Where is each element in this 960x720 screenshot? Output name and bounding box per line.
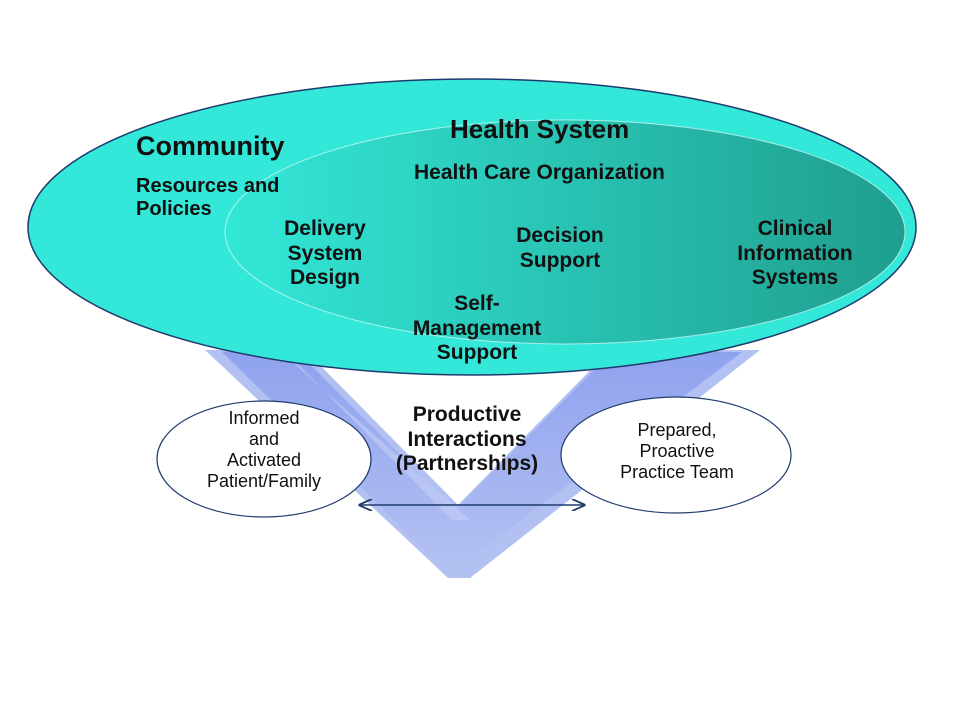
delivery-system-design-label: Delivery System Design bbox=[284, 217, 366, 290]
chevron-arrow-body bbox=[222, 352, 742, 565]
clinical-information-systems-label: Clinical Information Systems bbox=[737, 217, 853, 290]
chevron-arrow-inner-highlight bbox=[250, 356, 470, 520]
health-system-title: Health System bbox=[450, 114, 630, 144]
self-management-support-label: Self- Management Support bbox=[412, 292, 542, 365]
productive-interactions-label: Productive Interactions (Partnerships) bbox=[395, 403, 539, 476]
decision-support-label: Decision Support bbox=[516, 224, 604, 272]
community-resources-label: Resources and Policies bbox=[136, 175, 280, 221]
health-system-ellipse bbox=[224, 119, 906, 345]
practice-team-label: Prepared, Proactive Practice Team bbox=[620, 420, 734, 483]
health-care-organization-label: Health Care Organization bbox=[414, 161, 665, 184]
community-title: Community bbox=[136, 131, 285, 161]
team-ellipse bbox=[560, 396, 792, 514]
patient-family-label: Informed and Activated Patient/Family bbox=[206, 408, 322, 492]
patient-ellipse bbox=[156, 400, 372, 518]
